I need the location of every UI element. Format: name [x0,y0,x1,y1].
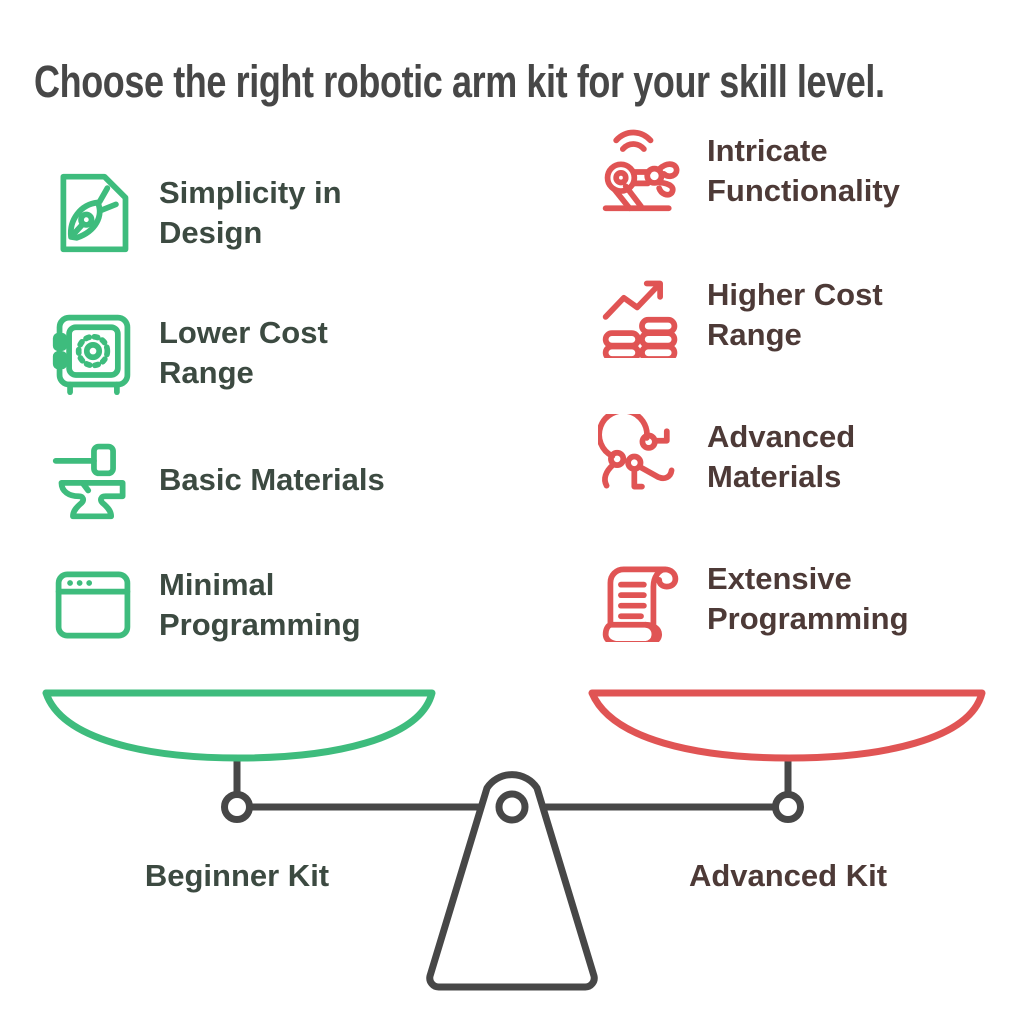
beginner-pan [42,689,436,762]
feature-label: Minimal Programming [159,567,361,642]
page-title: Choose the right robotic arm kit for you… [34,56,885,108]
feature-simplicity-in-design: Simplicity in Design [50,170,421,256]
feature-intricate-functionality: Intricate Functionality [598,128,969,214]
feature-label: Higher Cost Range [707,277,883,352]
anvil-hammer-icon [50,437,136,523]
beginner-kit-label: Beginner Kit [144,858,330,893]
advanced-pan [588,689,986,762]
right-pivot-circle [772,791,804,823]
feature-extensive-programming: Extensive Programming [598,556,969,642]
feature-label: Intricate Functionality [707,133,900,208]
feature-label: Basic Materials [159,462,385,497]
robotic-arm-icon [598,128,684,214]
feature-label: Extensive Programming [707,561,909,636]
scroll-icon [598,556,684,642]
feature-label: Simplicity in Design [159,175,342,250]
feature-basic-materials: Basic Materials [50,437,385,523]
fulcrum-pivot-circle [495,790,529,824]
feature-minimal-programming: Minimal Programming [50,562,421,648]
feature-label: Lower Cost Range [159,315,328,390]
left-pivot-circle [221,791,253,823]
feature-higher-cost-range: Higher Cost Range [598,272,969,358]
design-document-icon [50,170,136,256]
rising-chart-coins-icon [598,272,684,358]
feature-advanced-materials: Advanced Materials [598,414,969,500]
molecule-claw-icon [598,414,684,500]
feature-lower-cost-range: Lower Cost Range [50,310,421,396]
browser-window-icon [50,562,136,648]
fulcrum-triangle [426,771,598,991]
safe-vault-icon [50,310,136,396]
feature-label: Advanced Materials [707,419,856,494]
balance-scale-graphic [42,689,986,991]
advanced-kit-label: Advanced Kit [688,858,888,893]
